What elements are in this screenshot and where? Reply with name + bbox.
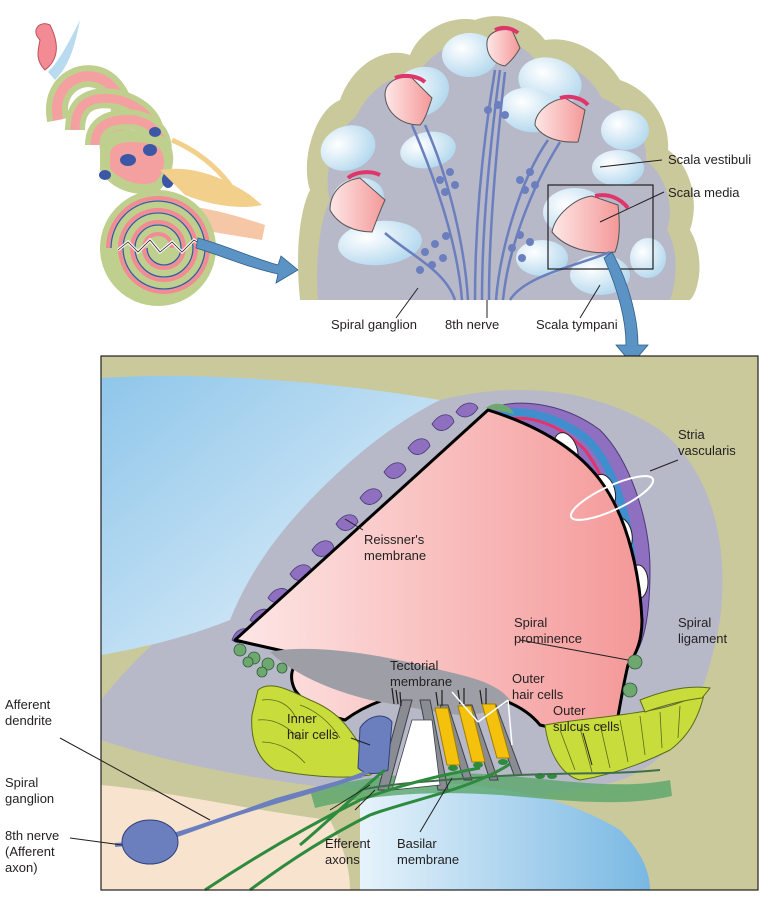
- label-tectorial-membrane: Tectorial membrane: [390, 658, 452, 689]
- cochlea-cross-section: [298, 16, 700, 301]
- label-inner-hair-cells: Inner hair cells: [287, 711, 339, 742]
- label-stria-vascularis: Stria vascularis: [678, 427, 736, 458]
- detail-frame: [100, 355, 759, 891]
- label-8th-nerve-top: 8th nerve: [445, 317, 499, 332]
- label-spiral-prominence: Spiral prominence: [514, 615, 582, 646]
- label-reissners-membrane: Reissner's membrane: [364, 532, 428, 563]
- label-afferent-dendrite: Afferent dendrite: [5, 697, 54, 728]
- spiral-ganglion-cell: [121, 819, 179, 865]
- inner-ear-illustration: [35, 20, 265, 306]
- label-basilar-membrane: Basilar membrane: [397, 836, 459, 867]
- organ-of-corti-detail: [101, 356, 758, 892]
- label-outer-hair-cells: Outer hair cells: [512, 671, 564, 702]
- stria-loop: [569, 475, 655, 521]
- label-spiral-ganglion-bottom: Spiral ganglion: [5, 775, 54, 806]
- label-scala-tympani: Scala tympani: [536, 317, 618, 332]
- label-outer-sulcus-cells: Outer sulcus cells: [553, 703, 620, 734]
- zoom-box: [547, 184, 654, 270]
- label-scala-media: Scala media: [668, 185, 740, 200]
- label-efferent-axons: Efferent axons: [325, 836, 374, 867]
- detail-leader-lines: [59, 459, 679, 846]
- zoom-arrow-top: [195, 237, 299, 284]
- label-spiral-ligament: Spiral ligament: [678, 615, 728, 646]
- label-scala-vestibuli: Scala vestibuli: [668, 152, 751, 167]
- label-spiral-ganglion-top: Spiral ganglion: [331, 317, 417, 332]
- label-8th-nerve-bottom: 8th nerve (Afferent axon): [5, 828, 63, 875]
- zoom-arrow-bottom: [603, 251, 649, 365]
